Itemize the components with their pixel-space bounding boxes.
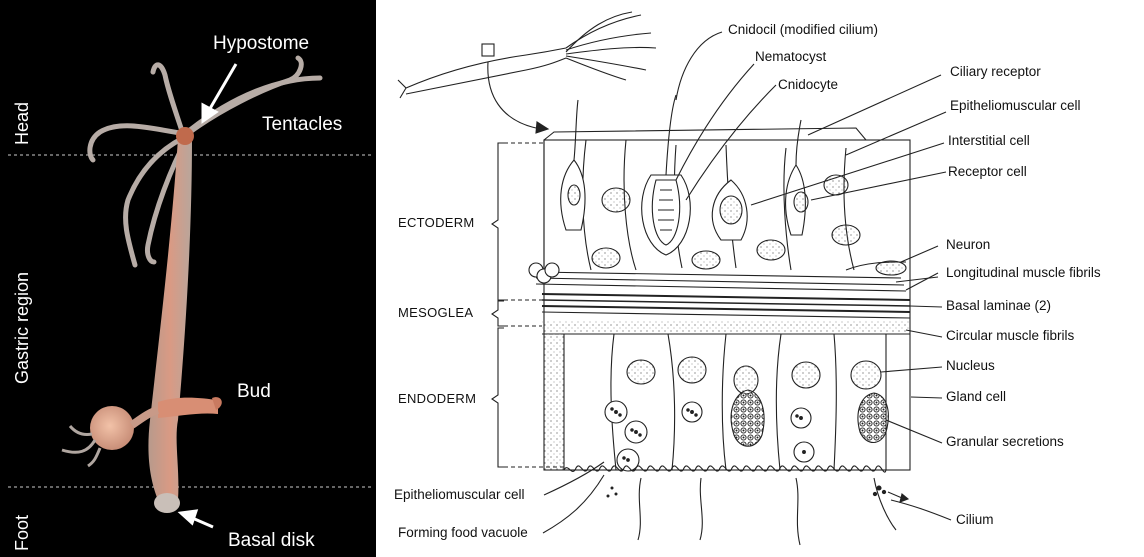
vacuole-motion-dots — [607, 487, 618, 498]
tentacles — [90, 58, 320, 265]
label-tentacles: Tentacles — [262, 114, 342, 136]
callout-cnidocyte: Cnidocyte — [778, 77, 838, 92]
layer-label-endoderm: ENDODERM — [398, 391, 476, 406]
callout-receptor: Receptor cell — [948, 164, 1027, 179]
callout-food-vacuole: Forming food vacuole — [398, 525, 528, 540]
region-label-gastric: Gastric region — [12, 272, 33, 384]
basal-disk — [154, 493, 180, 513]
layer-label-ectoderm: ECTODERM — [398, 215, 475, 230]
callout-granular: Granular secretions — [946, 434, 1064, 449]
callout-basal-laminae: Basal laminae (2) — [946, 298, 1051, 313]
hydra-photo — [0, 0, 376, 557]
callout-neuron: Neuron — [946, 237, 990, 252]
hydra-photo-panel: Head Gastric region Foot Hypostome Tenta… — [0, 0, 376, 557]
bud-group — [62, 397, 222, 466]
callout-longitudinal: Longitudinal muscle fibrils — [946, 265, 1101, 280]
diagram-linework — [398, 12, 951, 545]
body-wall-diagram-panel: ECTODERM MESOGLEA ENDODERM Cnidocil (mod… — [376, 0, 1144, 557]
hydra-body — [148, 138, 192, 500]
budding-sphere — [90, 406, 134, 450]
layer-label-mesoglea: MESOGLEA — [398, 305, 473, 320]
region-label-foot: Foot — [12, 515, 33, 551]
label-basal-disk: Basal disk — [228, 530, 315, 552]
callout-epitheliomuscular-bottom: Epitheliomuscular cell — [394, 487, 525, 502]
hypostome-mouth — [176, 127, 194, 145]
callout-cilium: Cilium — [956, 512, 994, 527]
callout-nucleus: Nucleus — [946, 358, 995, 373]
region-label-head: Head — [12, 102, 33, 145]
callout-interstitial: Interstitial cell — [948, 133, 1030, 148]
callout-gland: Gland cell — [946, 389, 1006, 404]
label-hypostome: Hypostome — [213, 33, 309, 55]
callout-ciliary-receptor: Ciliary receptor — [950, 64, 1041, 79]
callout-cnidocil: Cnidocil (modified cilium) — [728, 22, 878, 37]
label-bud: Bud — [237, 381, 271, 403]
callout-nematocyst: Nematocyst — [755, 49, 826, 64]
callout-circular: Circular muscle fibrils — [946, 328, 1074, 343]
callout-epitheliomuscular-top: Epitheliomuscular cell — [950, 98, 1081, 113]
